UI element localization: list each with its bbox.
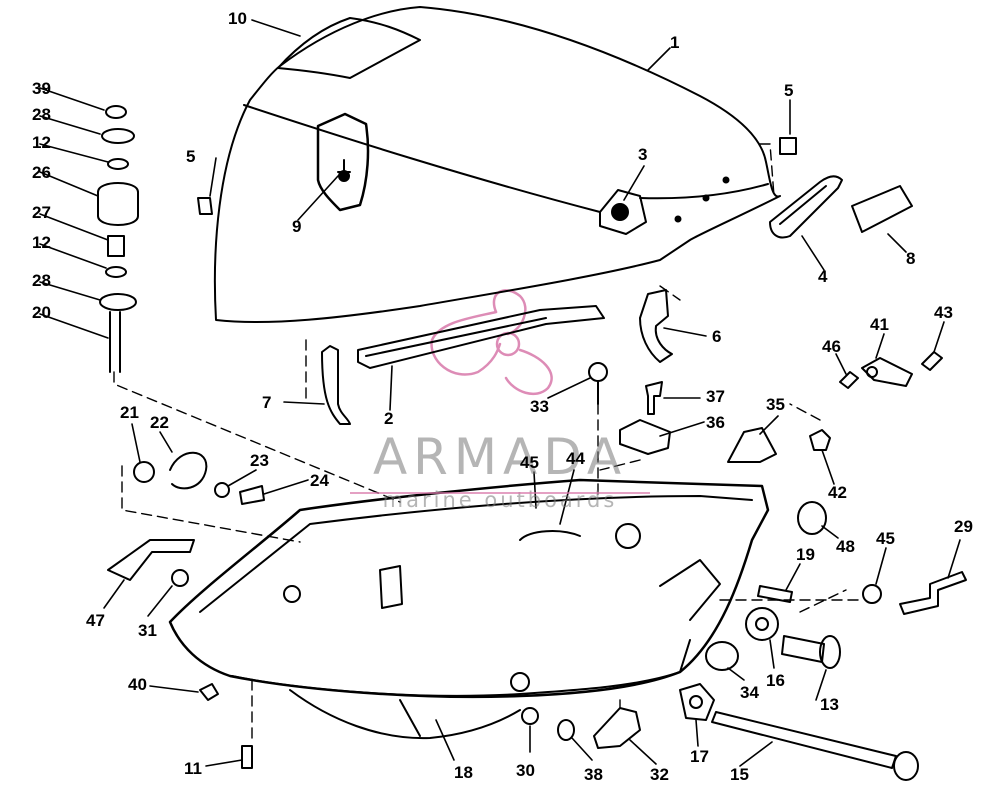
cap-34 bbox=[705, 641, 739, 671]
callout-29: 29 bbox=[954, 517, 973, 536]
callout-2: 2 bbox=[384, 409, 394, 428]
callout-41: 41 bbox=[870, 315, 889, 334]
latch-bracket-7 bbox=[321, 345, 351, 425]
callout-11: 11 bbox=[184, 759, 202, 778]
callout-44: 44 bbox=[566, 449, 585, 468]
lever-rod-15 bbox=[711, 711, 919, 781]
callout-4: 4 bbox=[818, 267, 828, 286]
callout-5: 5 bbox=[186, 147, 196, 166]
callout-13: 13 bbox=[820, 695, 839, 714]
engine-top-cowl bbox=[213, 6, 781, 324]
callout-22: 22 bbox=[150, 413, 169, 432]
fitting-40 bbox=[199, 683, 219, 701]
callout-33: 33 bbox=[530, 397, 549, 416]
dashed-assembly-lines bbox=[113, 143, 861, 745]
callout-45: 45 bbox=[520, 453, 539, 472]
screw-43 bbox=[921, 351, 943, 371]
washer-38 bbox=[557, 719, 575, 741]
watermark-propeller-logo bbox=[430, 289, 553, 396]
callout-1: 1 bbox=[670, 33, 680, 52]
screw-11 bbox=[241, 745, 253, 769]
callout-27: 27 bbox=[32, 203, 51, 222]
callout-15: 15 bbox=[730, 765, 749, 784]
washer-23 bbox=[214, 482, 230, 498]
washer-21 bbox=[133, 461, 155, 483]
watermark-name: ARMADA bbox=[372, 428, 628, 486]
nut-45-right bbox=[862, 584, 882, 604]
callout-38: 38 bbox=[584, 765, 603, 784]
callout-32: 32 bbox=[650, 765, 669, 784]
callout-18: 18 bbox=[454, 763, 473, 782]
bracket-35 bbox=[727, 427, 777, 463]
callout-7: 7 bbox=[262, 393, 272, 412]
callout-31: 31 bbox=[138, 621, 157, 640]
nut-42 bbox=[809, 429, 831, 451]
callout-24: 24 bbox=[310, 471, 329, 490]
callout-48: 48 bbox=[836, 537, 855, 556]
callout-28: 28 bbox=[32, 105, 51, 124]
callout-21: 21 bbox=[120, 403, 139, 422]
callout-16: 16 bbox=[766, 671, 785, 690]
callout-42: 42 bbox=[828, 483, 847, 502]
knob-13 bbox=[781, 635, 841, 669]
callout-23: 23 bbox=[250, 451, 269, 470]
callout-17: 17 bbox=[690, 747, 709, 766]
bolt-24 bbox=[239, 485, 265, 505]
fitting-17 bbox=[679, 683, 715, 721]
callout-12: 12 bbox=[32, 133, 51, 152]
callout-20: 20 bbox=[32, 303, 51, 322]
screw-46 bbox=[839, 371, 859, 389]
grommet-16 bbox=[745, 607, 779, 641]
callout-9: 9 bbox=[292, 217, 302, 236]
block-36 bbox=[619, 419, 671, 455]
crank-29 bbox=[899, 571, 967, 615]
callout-10: 10 bbox=[228, 9, 247, 28]
handle-decal bbox=[851, 185, 913, 233]
callout-12: 12 bbox=[32, 233, 51, 252]
leader-lines bbox=[39, 19, 961, 767]
callout-47: 47 bbox=[86, 611, 105, 630]
screw-5-left bbox=[197, 197, 213, 215]
fastener-stack bbox=[97, 105, 139, 373]
handle-grip bbox=[769, 175, 843, 239]
callout-5: 5 bbox=[784, 81, 794, 100]
callout-19: 19 bbox=[796, 545, 815, 564]
lower-motor-cover bbox=[168, 478, 770, 740]
plug-30 bbox=[521, 707, 539, 725]
bolt-37 bbox=[645, 381, 663, 415]
watermark-brand: ARMADA marine outboards bbox=[350, 432, 650, 512]
callout-40: 40 bbox=[128, 675, 147, 694]
callout-45: 45 bbox=[876, 529, 895, 548]
callout-6: 6 bbox=[712, 327, 722, 346]
screw-33 bbox=[588, 362, 608, 405]
clip-22 bbox=[169, 451, 208, 490]
callout-36: 36 bbox=[706, 413, 725, 432]
callout-37: 37 bbox=[706, 387, 725, 406]
washer-31 bbox=[171, 569, 189, 587]
callout-34: 34 bbox=[740, 683, 759, 702]
plug-19 bbox=[757, 585, 793, 603]
callout-30: 30 bbox=[516, 761, 535, 780]
callout-28: 28 bbox=[32, 271, 51, 290]
watermark-underline bbox=[350, 492, 650, 494]
callout-8: 8 bbox=[906, 249, 916, 268]
latch-bracket-6 bbox=[639, 289, 673, 363]
lever-47 bbox=[107, 539, 195, 581]
callout-43: 43 bbox=[934, 303, 953, 322]
callout-39: 39 bbox=[32, 79, 51, 98]
callout-35: 35 bbox=[766, 395, 785, 414]
knob-grommet-48 bbox=[797, 501, 827, 535]
bracket-41 bbox=[861, 357, 913, 387]
callout-26: 26 bbox=[32, 163, 51, 182]
callout-46: 46 bbox=[822, 337, 841, 356]
screw-5-right bbox=[779, 137, 797, 155]
callout-3: 3 bbox=[638, 145, 648, 164]
seal-strip bbox=[357, 305, 605, 369]
